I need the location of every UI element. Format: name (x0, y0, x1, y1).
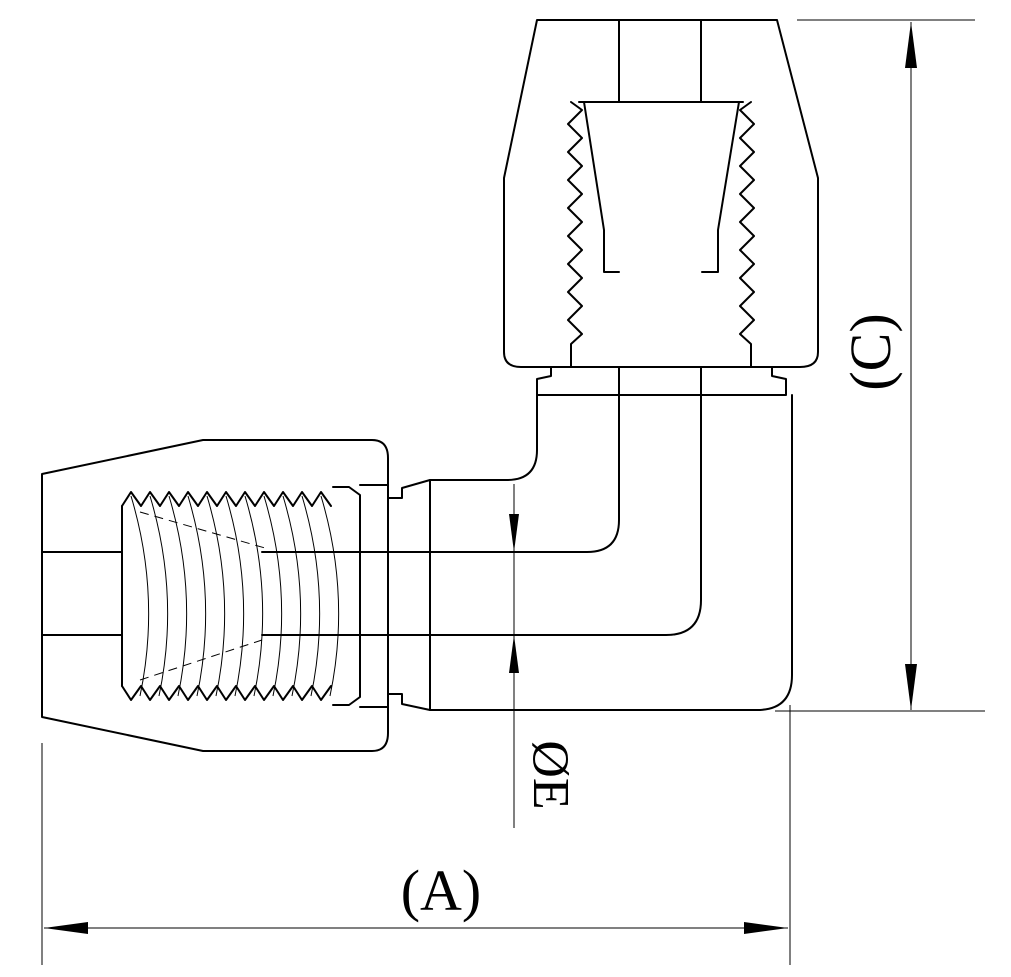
dimension-a-label: (A) (401, 858, 482, 923)
elbow-body (261, 366, 793, 711)
dimension-e-label: ØE (522, 740, 579, 809)
thread-helix-line (149, 495, 169, 697)
thread-helix-line (301, 495, 321, 697)
dimension-a (41, 705, 791, 965)
left-nut (41, 439, 431, 752)
dimension-e (509, 484, 519, 828)
left-thread-top (121, 491, 332, 507)
left-thread-bottom (121, 685, 332, 701)
thread-helix-line (263, 495, 283, 697)
thread-helix-line (244, 495, 264, 697)
thread-helix-line (282, 495, 302, 697)
dimension-c (775, 19, 985, 712)
thread-helix-line (206, 495, 226, 697)
top-nut (503, 19, 819, 368)
thread-helix-line (187, 495, 207, 697)
thread-helix-line (130, 495, 150, 697)
thread-root-bottom (139, 639, 263, 681)
thread-helix-line (225, 495, 245, 697)
thread-root-top (139, 511, 266, 549)
thread-helix-line (168, 495, 188, 697)
top-thread-right (739, 101, 755, 368)
left-thread-helix (130, 495, 340, 697)
dimension-c-label: (C) (838, 313, 903, 390)
top-thread-left (567, 101, 583, 368)
thread-helix-line (320, 495, 340, 697)
